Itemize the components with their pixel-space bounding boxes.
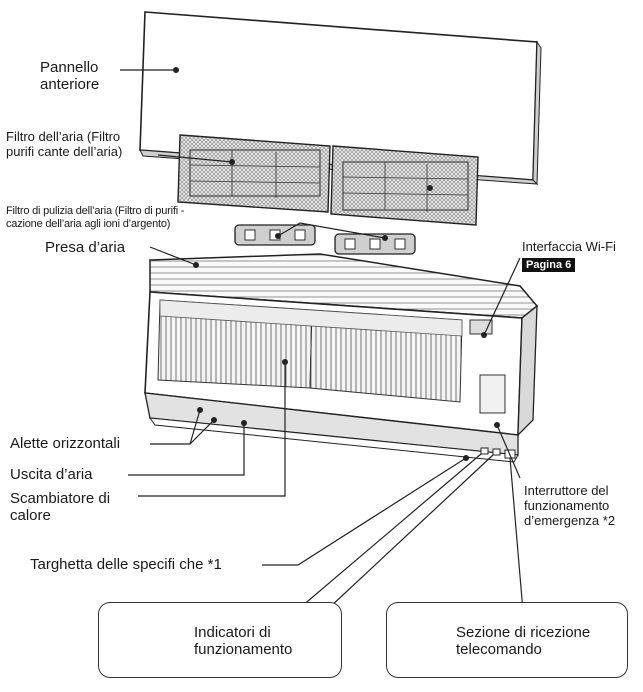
leader-outlet	[128, 423, 245, 476]
leader-wifi	[483, 257, 521, 336]
label-emergency-line3: d’emergenza *2	[524, 512, 616, 528]
leader-exchanger	[138, 362, 286, 497]
label-heat-exchanger: Scambiatore di calore	[10, 490, 110, 525]
label-horizontal-louvers: Alette orizzontali	[10, 435, 121, 452]
label-air-filter-line1: Filtro dell’aria (Filtro	[6, 129, 121, 144]
leader-emergency	[496, 424, 521, 479]
label-indicators-line2: funzionamento	[194, 641, 293, 659]
label-cleaning-filter: Filtro di pulizia dell’aria (Filtro di p…	[6, 205, 184, 230]
label-remote-receiver: Sezione di ricezione telecomando	[456, 624, 590, 659]
leader-cleaning-filter	[277, 222, 386, 239]
label-air-filter: Filtro dell’aria (Filtro purifi cante de…	[6, 129, 123, 160]
label-indicators-line1: Indicatori di	[194, 624, 271, 641]
cleaning-filter-left	[234, 224, 316, 246]
label-air-outlet: Uscita d’aria	[10, 466, 93, 483]
leader-air-intake	[149, 246, 197, 266]
label-wifi-interface: Interfaccia Wi-Fi	[522, 239, 616, 254]
label-heat-exchanger-line1: Scambiatore di	[10, 490, 111, 507]
wifi-page-badge: Pagina 6	[522, 258, 576, 272]
label-spec-plate: Targhetta delle specifi che *1	[30, 556, 222, 573]
label-air-filter-line2: purifi cante dell’aria)	[6, 143, 123, 159]
callout-receiver	[386, 602, 628, 678]
callout-indicators	[98, 602, 342, 678]
leader-air-filter	[157, 154, 233, 163]
cleaning-filter-right	[334, 233, 416, 255]
label-emergency-line1: Interruttore del	[524, 483, 609, 498]
label-heat-exchanger-line2: calore	[10, 507, 51, 525]
label-emergency-switch: Interruttore del funzionamento d’emergen…	[524, 483, 616, 529]
label-front-panel-line1: Pannello	[40, 59, 99, 76]
label-front-panel-line2: anteriore	[40, 76, 100, 94]
label-cleaning-filter-line1: Filtro di pulizia dell’aria (Filtro di p…	[6, 205, 185, 217]
air-filter-left	[177, 134, 331, 213]
leader-spec	[262, 457, 467, 566]
leader-louvers-2	[189, 419, 215, 445]
label-cleaning-filter-line2: cazione dell’aria agli ioni d’argento)	[6, 217, 171, 230]
label-front-panel: Pannello anteriore	[40, 59, 99, 94]
label-emergency-line2: funzionamento	[524, 497, 610, 513]
air-filter-right	[330, 145, 479, 226]
label-indicators: Indicatori di funzionamento	[194, 624, 292, 659]
label-receiver-line1: Sezione di ricezione	[456, 624, 591, 641]
label-receiver-line2: telecomando	[456, 641, 542, 659]
label-air-intake: Presa d’aria	[45, 239, 126, 256]
